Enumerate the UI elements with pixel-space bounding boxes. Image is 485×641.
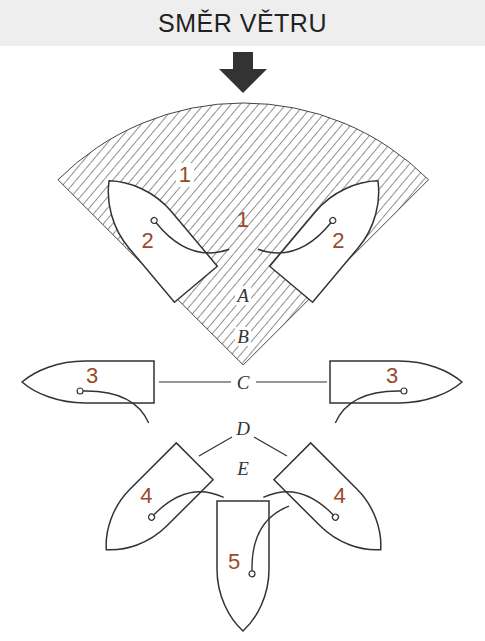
callout-number: 3 xyxy=(86,365,98,387)
boat-outline xyxy=(305,291,485,473)
point-letter: C xyxy=(235,373,252,392)
sail-boom xyxy=(263,471,333,541)
hull xyxy=(87,442,212,567)
sail-boom xyxy=(335,391,401,423)
sailboat: 3 xyxy=(0,291,179,473)
sailboat: 5 xyxy=(153,476,333,641)
boat-outline xyxy=(0,291,179,473)
hull xyxy=(216,120,270,270)
callout-number: 2 xyxy=(332,230,344,252)
boat-outline xyxy=(153,476,333,641)
sailboat: 2 xyxy=(60,140,245,325)
point-letter: B xyxy=(235,327,251,346)
hatched-sector xyxy=(58,103,429,365)
hull xyxy=(217,501,269,631)
point-letter: A xyxy=(235,286,251,305)
sail-boom xyxy=(156,197,229,274)
callout-number: 2 xyxy=(142,230,154,252)
sail-boom xyxy=(252,506,289,571)
boat-outline xyxy=(249,418,424,593)
mast xyxy=(328,216,336,224)
mast xyxy=(149,216,157,224)
mast xyxy=(77,388,83,394)
point-letter: E xyxy=(235,459,251,478)
hull xyxy=(22,361,154,403)
boat-outline xyxy=(143,95,343,295)
leader-lines xyxy=(159,300,327,456)
mast xyxy=(401,388,407,394)
point-letter: D xyxy=(234,419,252,438)
sailboat: 2 xyxy=(242,140,427,325)
sail-boom xyxy=(257,197,330,274)
callout-number: 1 xyxy=(176,163,194,187)
sailboat: 3 xyxy=(305,291,485,473)
sailboat: 4 xyxy=(63,418,238,593)
mast xyxy=(331,512,339,520)
callout-number: 4 xyxy=(333,485,345,507)
luffing-sail xyxy=(238,135,247,180)
hull xyxy=(273,442,398,567)
mast xyxy=(249,571,255,577)
boat-outline xyxy=(60,140,245,325)
callout-number: 3 xyxy=(386,365,398,387)
diagram-title: SMĚR VĚTRU xyxy=(158,11,327,36)
mast xyxy=(147,512,155,520)
callout-number: 4 xyxy=(140,485,152,507)
sailboat: 4 xyxy=(249,418,424,593)
boat-outline xyxy=(63,418,238,593)
hull xyxy=(330,361,462,403)
callout-number: 1 xyxy=(237,209,249,231)
sail-boom xyxy=(153,471,223,541)
wind-arrow xyxy=(219,52,267,93)
title-band xyxy=(0,0,485,46)
sail-boom xyxy=(83,391,149,423)
boat-outline xyxy=(242,140,427,325)
hull xyxy=(269,162,399,301)
sailboat: 1 xyxy=(143,95,343,295)
hull xyxy=(87,162,217,301)
callout-number: 5 xyxy=(228,551,240,573)
